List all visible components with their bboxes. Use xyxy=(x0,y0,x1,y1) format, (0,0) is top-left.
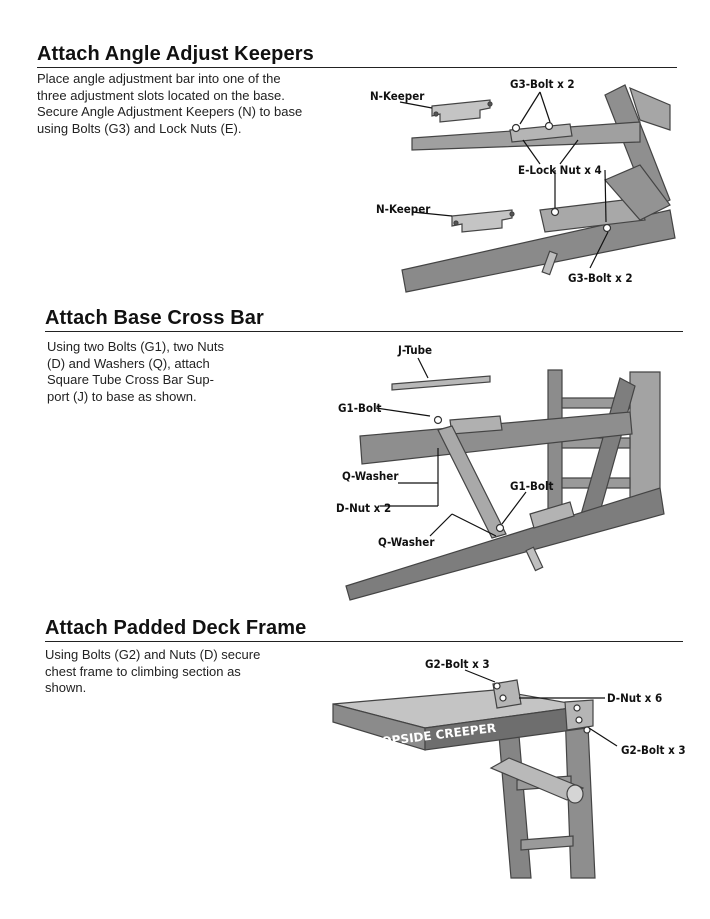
section-heading: Attach Padded Deck Frame xyxy=(45,617,307,639)
instruction-line: (D) and Washers (Q), attach xyxy=(47,355,210,371)
callout-q-washer: Q-Washer xyxy=(378,535,435,549)
instruction-line: Secure Angle Adjustment Keepers (N) to b… xyxy=(37,104,303,120)
heading-rule xyxy=(45,641,683,642)
callout-n-keeper: N-Keeper xyxy=(376,202,431,216)
instruction-line: Using Bolts (G2) and Nuts (D) secure xyxy=(45,647,261,662)
instruction-line: Place angle adjustment bar into one of t… xyxy=(37,71,281,86)
section-heading: Attach Base Cross Bar xyxy=(45,307,264,329)
callout-e-lock-nut: E-Lock Nut x 4 xyxy=(518,163,602,177)
callout-g3-bolt: G3-Bolt x 2 xyxy=(510,77,575,91)
heading-rule xyxy=(45,331,683,332)
keeper-assembly-figure: N-Keeper G3-Bolt x 2 E-Lock Nut x 4 N-Ke… xyxy=(370,77,676,293)
instruction-text: Using Bolts (G2) and Nuts (D) secure che… xyxy=(45,647,260,697)
bolt-markers xyxy=(493,682,591,734)
instruction-line: Using two Bolts (G1), two Nuts xyxy=(47,339,224,354)
callout-g2-bolt: G2-Bolt x 3 xyxy=(621,743,686,757)
deck-frame-assembly-figure: TOPSIDE CREEPER G2-Bolt x 3 D-Nut x 6 G2… xyxy=(332,657,686,879)
heading-rule xyxy=(37,67,677,68)
n-keeper-part xyxy=(431,99,515,233)
instruction-line: port (J) to base as shown. xyxy=(47,388,197,404)
callout-g2-bolt: G2-Bolt x 3 xyxy=(425,657,490,671)
bolt-markers xyxy=(511,121,612,233)
instruction-text: Place angle adjustment bar into one of t… xyxy=(37,71,302,137)
callout-n-keeper: N-Keeper xyxy=(370,89,425,103)
callout-j-tube: J-Tube xyxy=(397,343,432,357)
callout-d-nut: D-Nut x 2 xyxy=(336,501,391,515)
base-frame-illustration xyxy=(401,84,676,293)
cross-bar-assembly-figure: J-Tube G1-Bolt Q-Washer G1-Bolt D-Nut x … xyxy=(336,343,665,601)
section-heading: Attach Angle Adjust Keepers xyxy=(37,43,314,65)
instruction-text: Using two Bolts (G1), two Nuts (D) and W… xyxy=(47,339,224,405)
instruction-line: shown. xyxy=(45,680,87,696)
callout-g1-bolt: G1-Bolt xyxy=(510,479,554,493)
leader-lines xyxy=(464,669,618,747)
j-tube-part xyxy=(391,375,491,391)
bolt-markers xyxy=(433,415,505,533)
leader-lines xyxy=(375,357,527,537)
leader-lines xyxy=(399,91,609,269)
instruction-line: three adjustment slots located on the ba… xyxy=(37,87,285,103)
instruction-line: Square Tube Cross Bar Sup- xyxy=(47,372,214,388)
callout-d-nut: D-Nut x 6 xyxy=(607,691,662,705)
callout-g3-bolt: G3-Bolt x 2 xyxy=(568,271,633,285)
instruction-line: chest frame to climbing section as xyxy=(45,663,241,679)
callout-q-washer: Q-Washer xyxy=(342,469,399,483)
callout-g1-bolt: G1-Bolt xyxy=(338,401,382,415)
deck-frame-illustration xyxy=(332,679,596,879)
instruction-line: using Bolts (G3) and Lock Nuts (E). xyxy=(37,120,242,136)
base-frame-illustration xyxy=(345,369,665,601)
